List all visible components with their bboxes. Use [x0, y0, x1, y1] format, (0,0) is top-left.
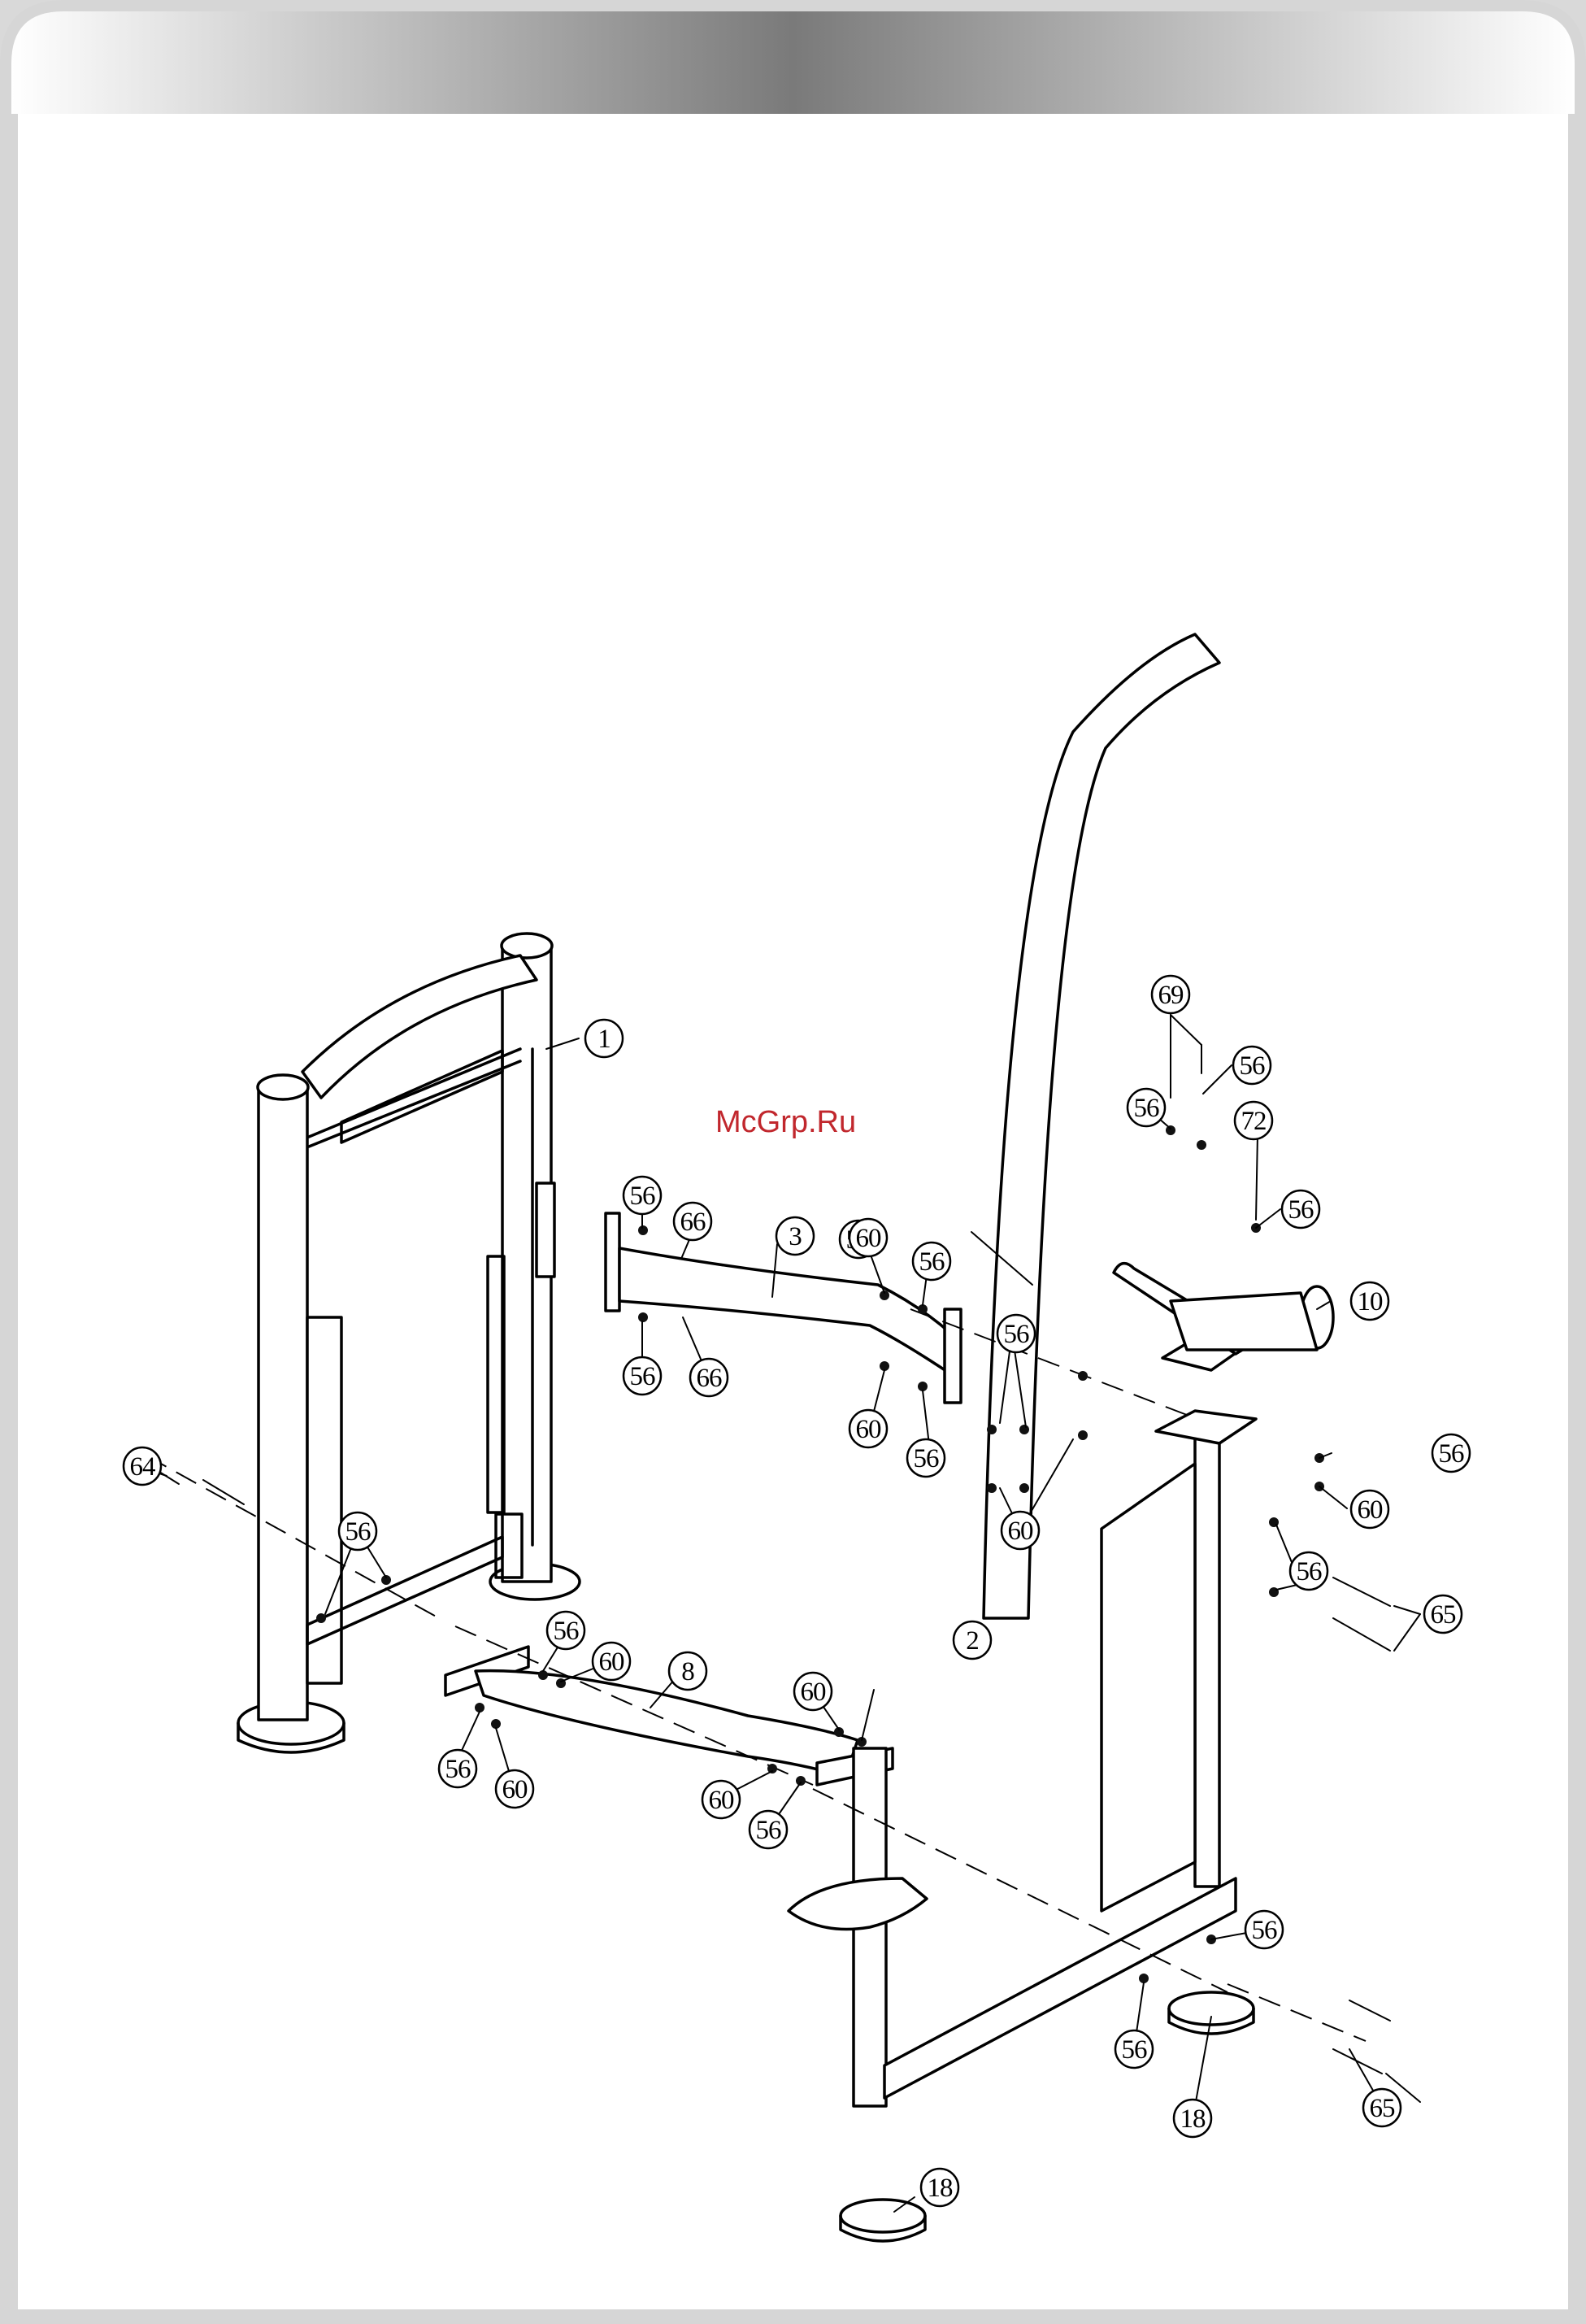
callout-label: 66	[680, 1208, 706, 1237]
callout-60: 60	[702, 1781, 740, 1818]
callout-label: 64	[130, 1452, 156, 1482]
callout-1: 1	[585, 1020, 623, 1057]
callout-60: 60	[593, 1643, 630, 1680]
watermark-text: McGrp.Ru	[715, 1105, 856, 1139]
callout-2: 2	[954, 1621, 991, 1659]
callout-10: 10	[1351, 1282, 1388, 1320]
callout-label: 60	[599, 1647, 625, 1677]
callout-60: 60	[794, 1673, 832, 1710]
callout-label: 60	[709, 1786, 735, 1815]
callout-label: 60	[856, 1415, 882, 1444]
callout-60: 60	[1002, 1512, 1039, 1549]
callout-3: 3	[776, 1217, 814, 1255]
callout-label: 65	[1370, 2094, 1396, 2123]
callout-56: 56	[339, 1512, 376, 1550]
callout-label: 56	[630, 1182, 656, 1211]
callout-65: 65	[1424, 1595, 1462, 1633]
callout-label: 56	[445, 1755, 471, 1784]
callout-56: 56	[913, 1243, 950, 1280]
callout-18: 18	[921, 2169, 958, 2206]
callout-label: 69	[1158, 981, 1184, 1010]
callout-label: 18	[1180, 2104, 1206, 2134]
callout-56: 56	[907, 1439, 945, 1477]
callout-56: 56	[547, 1612, 584, 1649]
callout-56: 56	[997, 1315, 1035, 1352]
callout-label: 56	[1240, 1051, 1266, 1081]
callout-label: 56	[630, 1362, 656, 1391]
callout-56: 56	[1282, 1190, 1319, 1228]
callout-56: 56	[1290, 1552, 1327, 1590]
callout-64: 64	[124, 1447, 161, 1485]
callout-72: 72	[1235, 1102, 1272, 1139]
callout-label: 56	[1288, 1195, 1314, 1225]
callout-label: 56	[1134, 1094, 1160, 1123]
callout-60: 60	[496, 1770, 533, 1808]
callout-label: 56	[1004, 1320, 1030, 1349]
callout-label: 56	[919, 1247, 945, 1277]
callout-8: 8	[669, 1652, 706, 1690]
callout-label: 56	[1252, 1916, 1278, 1945]
callout-56: 56	[439, 1750, 476, 1787]
callout-56: 56	[624, 1177, 661, 1214]
callout-56: 56	[1245, 1911, 1283, 1948]
callout-label: 65	[1431, 1600, 1457, 1630]
callout-label: 60	[502, 1775, 528, 1804]
callout-label: 56	[1439, 1439, 1465, 1469]
callout-56: 56	[1233, 1047, 1271, 1084]
callout-label: 18	[928, 2174, 954, 2203]
callout-60: 60	[1351, 1491, 1388, 1528]
callout-label: 3	[789, 1222, 802, 1251]
callout-60: 60	[849, 1219, 887, 1256]
callout-66: 66	[674, 1203, 711, 1240]
callout-label: 56	[554, 1617, 580, 1646]
callout-18: 18	[1174, 2100, 1211, 2137]
callout-label: 2	[966, 1626, 979, 1656]
callout-label: 56	[1122, 2035, 1148, 2065]
callout-label: 56	[1297, 1557, 1323, 1586]
callout-65: 65	[1363, 2089, 1401, 2126]
callout-69: 69	[1152, 976, 1189, 1013]
callout-label: 1	[597, 1025, 611, 1054]
callout-56: 56	[750, 1811, 787, 1848]
content-area	[18, 114, 1568, 2309]
callout-label: 66	[697, 1364, 723, 1393]
callout-label: 56	[345, 1517, 372, 1547]
callout-label: 60	[856, 1224, 882, 1253]
callout-60: 60	[849, 1410, 887, 1447]
header-bar	[11, 11, 1575, 114]
callout-label: 60	[1008, 1517, 1034, 1546]
callout-label: 8	[681, 1657, 694, 1686]
callout-56: 56	[1128, 1089, 1165, 1126]
callout-56: 56	[624, 1357, 661, 1395]
callout-56: 56	[1115, 2030, 1153, 2068]
callout-label: 72	[1241, 1107, 1267, 1136]
callout-label: 60	[1358, 1495, 1384, 1525]
callout-label: 56	[914, 1444, 940, 1473]
callout-56: 56	[1432, 1434, 1470, 1472]
callout-label: 56	[756, 1816, 782, 1845]
callout-66: 66	[690, 1359, 728, 1396]
callout-label: 60	[801, 1678, 827, 1707]
callout-label: 10	[1358, 1287, 1384, 1316]
